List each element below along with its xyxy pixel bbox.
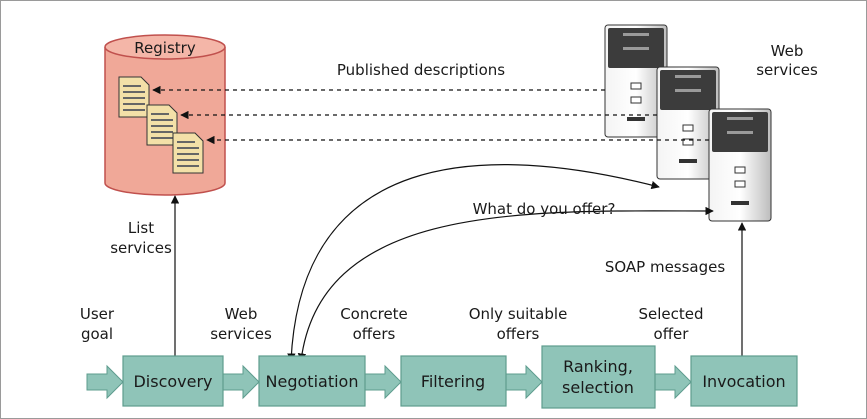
web-services-label: Web — [771, 42, 804, 60]
input-label: services — [210, 325, 272, 343]
published-descriptions-edges — [152, 85, 709, 145]
negotiation-edges — [287, 164, 714, 362]
input-label: goal — [81, 325, 113, 343]
input-label: Selected — [638, 305, 703, 323]
published-descriptions-label: Published descriptions — [337, 61, 505, 79]
step-label: Negotiation — [266, 372, 359, 391]
list-services-label: List — [128, 219, 154, 237]
input-label: Concrete — [340, 305, 408, 323]
input-label: Only suitable — [469, 305, 568, 323]
input-label: offers — [353, 325, 396, 343]
what-do-you-offer-label: What do you offer? — [473, 200, 616, 218]
step-label: Discovery — [133, 372, 212, 391]
pipeline-arrows — [86, 364, 692, 400]
pipeline-step-invocation: Invocation — [690, 355, 798, 407]
input-label: offers — [497, 325, 540, 343]
document-icon — [118, 76, 150, 118]
list-services-label: services — [110, 239, 172, 257]
registry-title: Registry — [134, 39, 196, 57]
document-icon — [172, 132, 204, 174]
pipeline-step-negotiation: Negotiation — [258, 355, 366, 407]
pipeline-step-discovery: Discovery — [122, 355, 224, 407]
web-services-label: services — [756, 61, 818, 79]
step-label: selection — [562, 378, 634, 397]
input-label: User — [80, 305, 115, 323]
soap-messages-label: SOAP messages — [605, 258, 726, 276]
pipeline-step-ranking: Ranking, selection — [541, 345, 656, 409]
pipeline-step-filtering: Filtering — [400, 355, 507, 407]
input-label: Web — [225, 305, 258, 323]
step-label: Invocation — [702, 372, 785, 391]
server-icon — [708, 108, 772, 222]
step-label: Filtering — [421, 372, 485, 391]
step-label: Ranking, — [563, 357, 633, 376]
input-label: offer — [654, 325, 690, 343]
